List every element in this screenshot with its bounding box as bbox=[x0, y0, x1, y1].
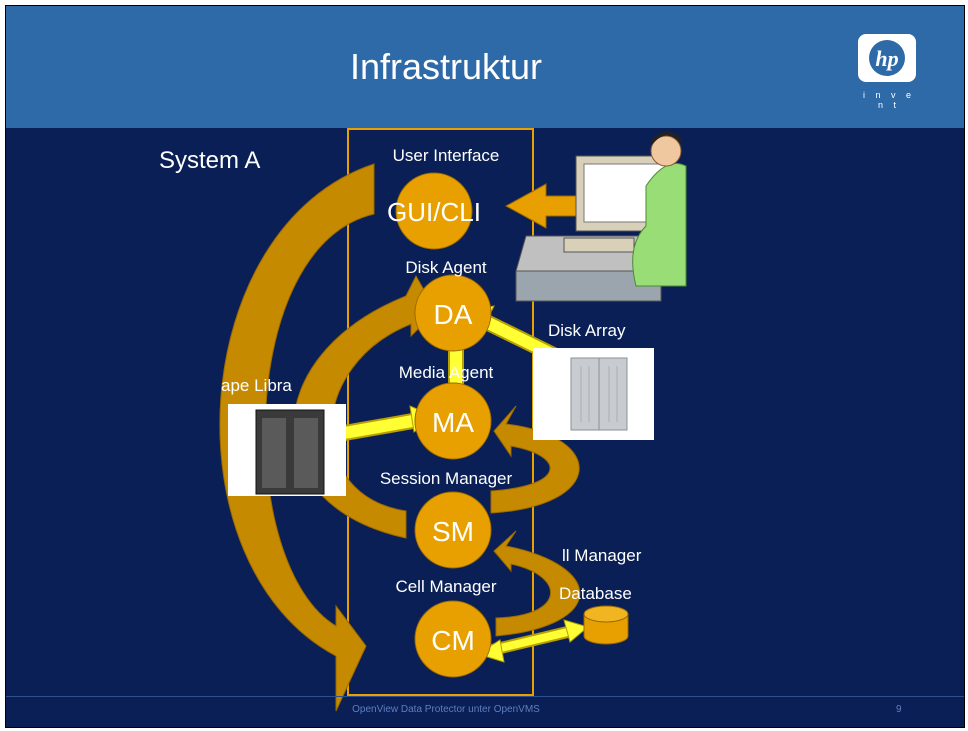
cell-manager-caption: Cell Manager bbox=[395, 577, 496, 596]
cm-label: CM bbox=[431, 625, 475, 656]
footer-divider bbox=[6, 696, 964, 697]
flow-arrow-cm-to-gui bbox=[219, 163, 375, 712]
cm-database-arrow bbox=[476, 619, 590, 663]
slide: Infrastruktur hp i n v e n t bbox=[5, 5, 965, 728]
hp-logo-icon: hp bbox=[858, 34, 916, 82]
hp-logo: hp i n v e n t bbox=[858, 34, 920, 110]
hp-logo-tagline: i n v e n t bbox=[862, 90, 915, 110]
flow-arrow-cm-to-sm bbox=[493, 530, 581, 637]
disk-array-caption: Disk Array bbox=[548, 321, 626, 340]
infrastructure-diagram: GUI/CLI DA MA SM CM User Interface Disk … bbox=[159, 128, 687, 712]
gui-cli-label: GUI/CLI bbox=[387, 197, 481, 227]
ma-label: MA bbox=[432, 407, 474, 438]
cm-database-caption-2: Database bbox=[559, 584, 632, 603]
database-icon bbox=[583, 605, 629, 645]
workstation-icon bbox=[515, 131, 687, 302]
sm-label: SM bbox=[432, 516, 474, 547]
gui-cli-node: GUI/CLI bbox=[387, 172, 481, 250]
user-interface-caption: User Interface bbox=[393, 146, 500, 165]
sm-node: SM bbox=[414, 491, 492, 569]
footer-text: OpenView Data Protector unter OpenVMS bbox=[352, 704, 540, 715]
cm-database-caption-1: ll Manager bbox=[562, 546, 642, 565]
da-label: DA bbox=[434, 299, 473, 330]
da-node: DA bbox=[414, 274, 492, 352]
ma-node: MA bbox=[414, 382, 492, 460]
page-number: 9 bbox=[896, 704, 902, 715]
tape-library-icon bbox=[228, 404, 346, 496]
hp-logo-mark: hp bbox=[875, 46, 898, 71]
tape-library-caption: ape Libra bbox=[221, 376, 292, 395]
session-manager-caption: Session Manager bbox=[380, 469, 513, 488]
cm-node: CM bbox=[414, 600, 492, 678]
system-label: System A bbox=[159, 147, 260, 174]
disk-agent-caption: Disk Agent bbox=[405, 258, 487, 277]
flow-arrow-sm-to-ma bbox=[490, 405, 580, 514]
slide-header: Infrastruktur hp i n v e n t bbox=[6, 6, 964, 128]
disk-array-icon bbox=[533, 348, 654, 440]
slide-title: Infrastruktur bbox=[349, 46, 543, 87]
media-agent-caption: Media Agent bbox=[399, 363, 494, 382]
